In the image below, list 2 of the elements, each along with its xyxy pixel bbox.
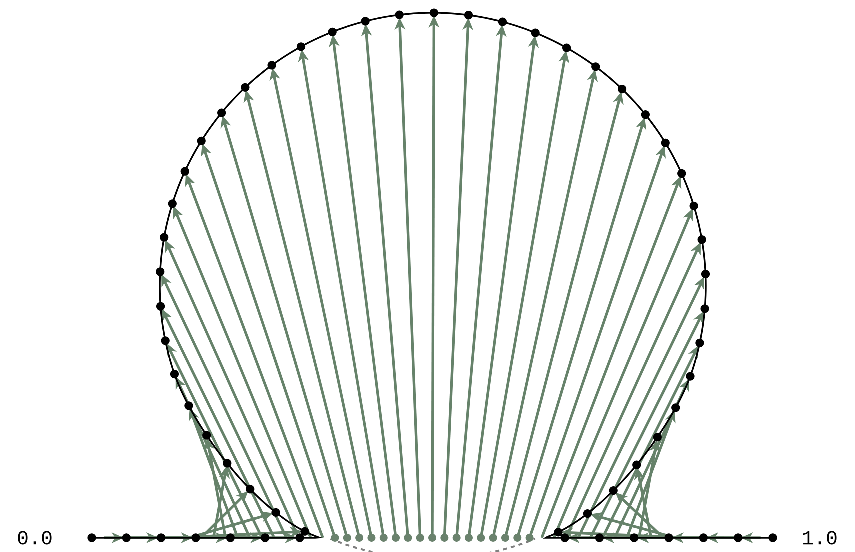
axis-end-label: 0.0 — [18, 531, 52, 545]
axis-end-label: 1.0 — [803, 531, 837, 545]
